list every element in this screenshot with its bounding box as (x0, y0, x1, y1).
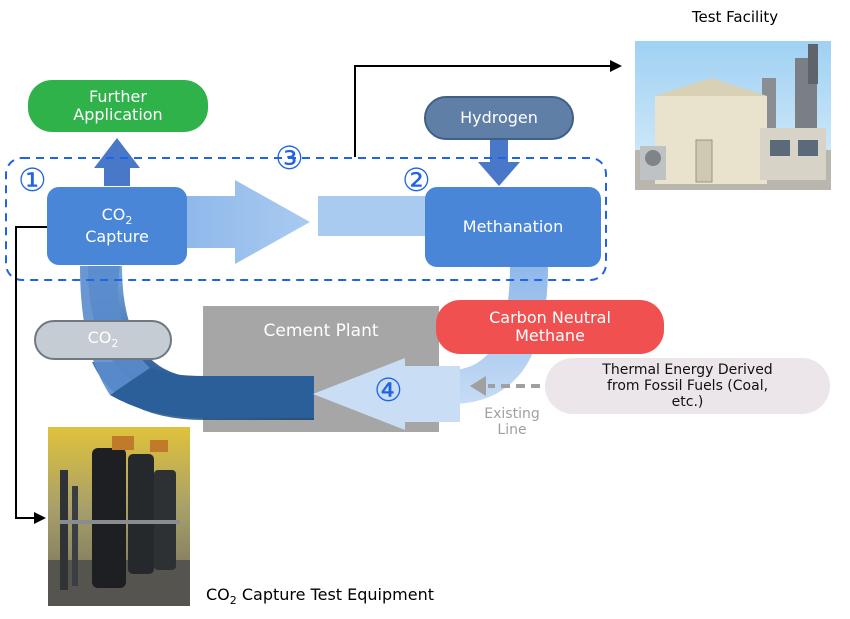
facility-line (354, 65, 612, 157)
test-facility-title: Test Facility (660, 6, 810, 30)
existing-line-text: Existing Line (484, 405, 540, 438)
test-facility-photo (635, 41, 831, 190)
cement-plant-text: Cement Plant (263, 321, 379, 342)
equipment-photo (48, 427, 190, 606)
equipment-caption: CO2 Capture Test Equipment (206, 584, 496, 610)
marker-4: ④ (374, 371, 403, 409)
co2-box: CO2 (34, 320, 172, 360)
co2-capture-label-rest: Capture (85, 226, 149, 246)
co2-capture-box: CO2 Capture (47, 187, 187, 265)
existing-line-label: Existing Line (474, 404, 550, 440)
thermal-energy-box: Thermal Energy Derived from Fossil Fuels… (545, 358, 830, 414)
dashed-frame (5, 157, 607, 281)
methanation-box: Methanation (425, 187, 601, 267)
hydrogen-box: Hydrogen (424, 96, 574, 140)
equipment-caption-sub: 2 (229, 594, 237, 608)
cement-plant-label: Cement Plant (203, 318, 439, 346)
carbon-neutral-methane-box: Carbon Neutral Methane (436, 300, 664, 354)
co2-to-methanation-arrow (185, 180, 310, 264)
marker-1: ① (18, 161, 47, 199)
methane-to-plant-arrow (313, 358, 405, 430)
further-application-box: Further Application (28, 80, 208, 132)
hydrogen-down-arrow (478, 140, 520, 186)
co2-box-label-main: CO (87, 328, 112, 348)
further-application-label: Further Application (73, 86, 163, 124)
methanation-label: Methanation (462, 216, 564, 236)
equipment-line (15, 226, 48, 519)
carbon-neutral-methane-label: Carbon Neutral Methane (489, 307, 611, 345)
hydrogen-label: Hydrogen (460, 107, 538, 127)
co2-capture-label-main: CO (101, 204, 126, 224)
marker-2: ② (402, 161, 431, 199)
co2-capture-label-sub: 2 (125, 214, 133, 228)
equipment-caption-main: CO (206, 585, 230, 605)
equipment-caption-rest: Capture Test Equipment (236, 585, 434, 605)
up-arrow (94, 138, 140, 186)
marker-3: ③ (275, 139, 304, 177)
test-facility-text: Test Facility (691, 8, 779, 27)
thermal-energy-label: Thermal Energy Derived from Fossil Fuels… (602, 361, 773, 411)
co2-box-label-sub: 2 (111, 337, 119, 351)
